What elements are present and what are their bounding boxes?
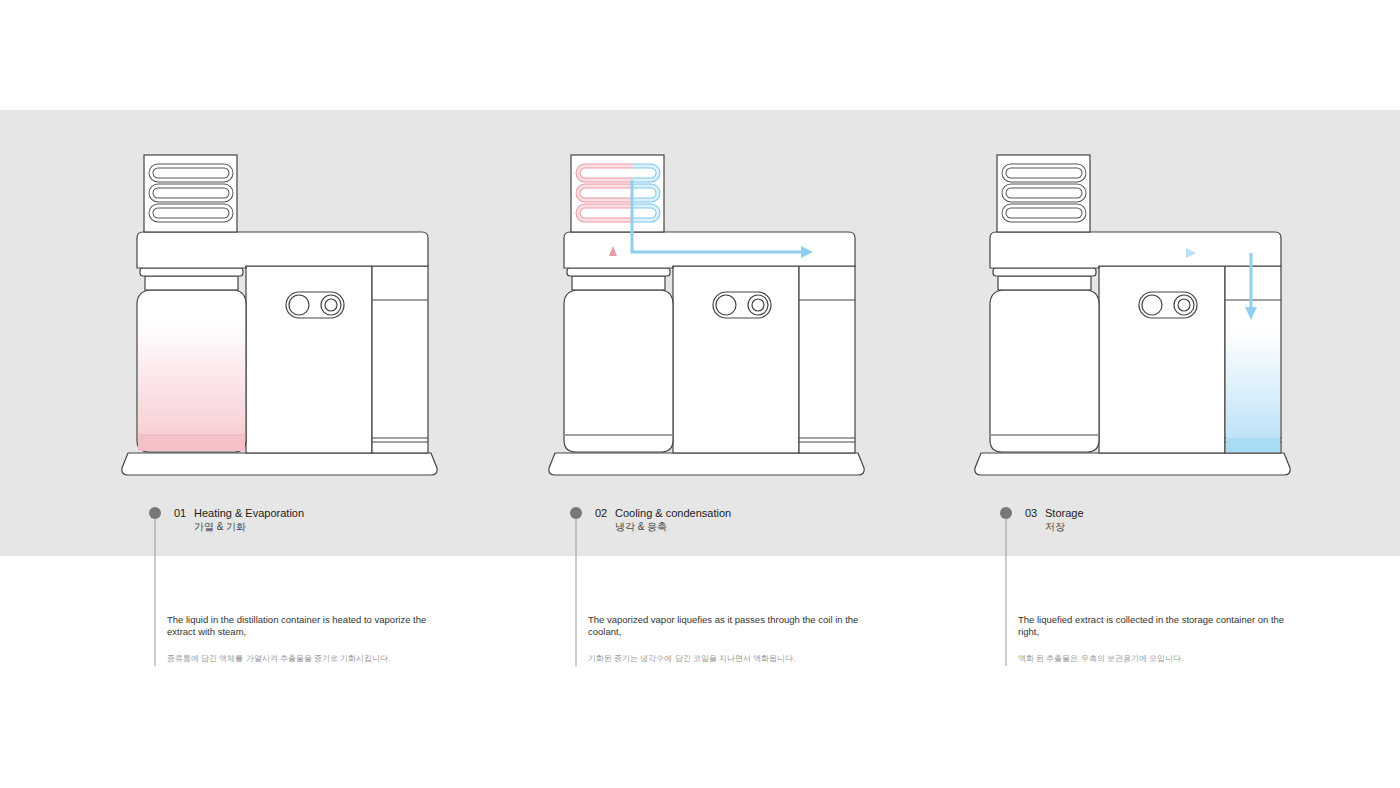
step-title: Storage xyxy=(1045,507,1084,521)
description: The vaporized vapor liquefies as it pass… xyxy=(588,614,860,638)
description: The liquid in the distillation container… xyxy=(167,614,439,638)
step-number: 01 xyxy=(174,507,186,521)
machine-step-2 xyxy=(549,155,864,475)
step-markers xyxy=(149,507,1012,666)
step-subtitle: 냉각 & 응축 xyxy=(615,521,667,534)
step-title: Heating & Evaporation xyxy=(194,507,304,521)
description-korean: 액화 된 추출물은 우측의 보관용기에 모입니다. xyxy=(1018,654,1318,664)
description: The liquefied extract is collected in th… xyxy=(1018,614,1290,638)
background-band xyxy=(0,110,1400,556)
step-number: 02 xyxy=(595,507,607,521)
step-number: 03 xyxy=(1025,507,1037,521)
step-subtitle: 가열 & 기화 xyxy=(194,521,246,534)
step-title: Cooling & condensation xyxy=(615,507,731,521)
description-korean: 증류통에 담긴 액체를 가열시켜 추출물을 증기로 기화시킵니다. xyxy=(167,654,467,664)
machine-step-3 xyxy=(975,155,1290,475)
description-korean: 기화된 증기는 냉각수에 담긴 코일을 지나면서 액화됩니다. xyxy=(588,654,888,664)
machine-step-1 xyxy=(122,155,437,475)
step-subtitle: 저장 xyxy=(1045,521,1065,534)
